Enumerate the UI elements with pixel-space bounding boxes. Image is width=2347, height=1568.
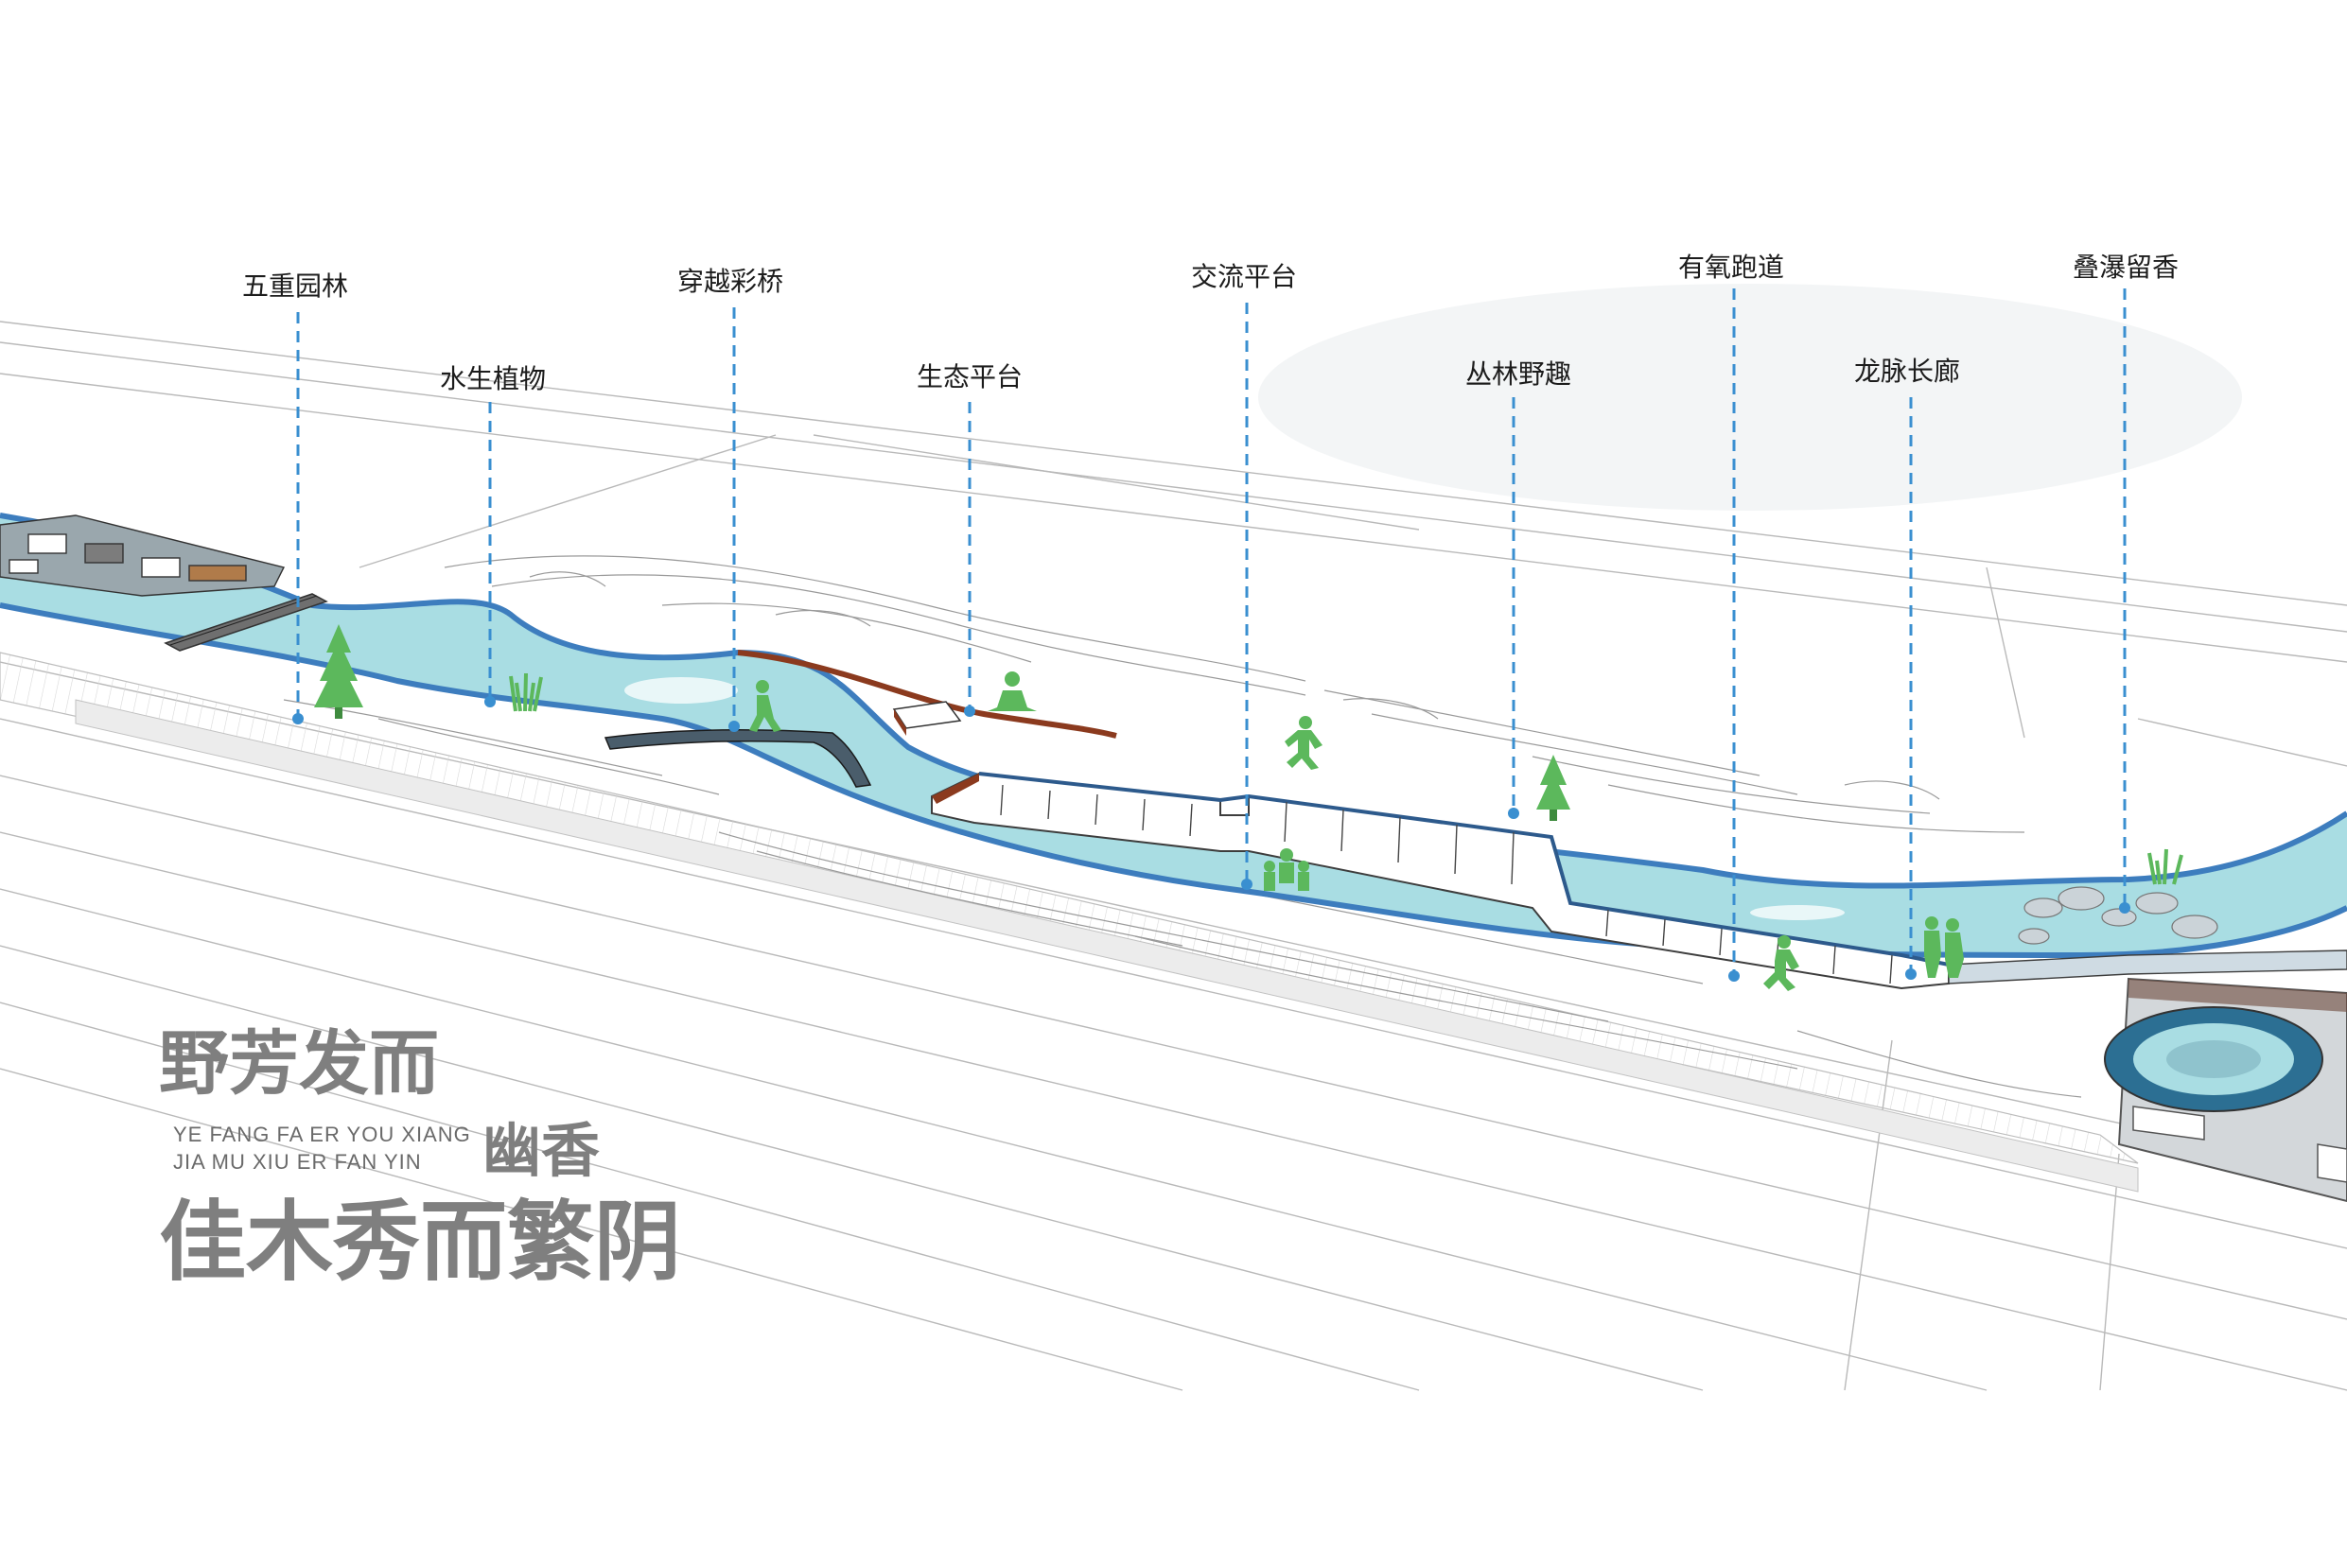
callout-label-youyang: 有氧跑道 — [1678, 252, 1784, 283]
title-line1-end: 幽香 — [482, 1116, 600, 1185]
callout-label-wuzhong: 五重园林 — [242, 270, 348, 302]
callout-label-shuisheng: 水生植物 — [440, 363, 546, 394]
building-cluster — [0, 514, 286, 597]
callout-label-jiaoliu: 交流平台 — [1191, 261, 1297, 292]
callout-label-shengtai: 生态平台 — [917, 361, 1023, 392]
couple-figures-icon — [1924, 916, 1964, 978]
long-corridor — [931, 772, 2347, 990]
callout-label-conglin: 丛林野趣 — [1465, 358, 1571, 390]
jogger-icon — [1763, 935, 1799, 991]
tree-icon — [314, 624, 363, 719]
callout-label-chuanyue: 穿越彩桥 — [677, 266, 783, 297]
sky-wash — [1258, 284, 2242, 511]
callout-label-longmai: 龙脉长廊 — [1854, 356, 1960, 387]
walking-figure-icon — [749, 680, 781, 732]
ground-lines — [0, 321, 2347, 1391]
meditating-figure-icon — [988, 671, 1037, 711]
sidewalk-band-2 — [75, 699, 2139, 1193]
title-block: 野芳发而 YE FANG FA ER YOU XIANG JIA MU XIU … — [159, 1023, 681, 1293]
plaza — [2104, 977, 2347, 1203]
river-edge-bottom — [0, 602, 2347, 959]
eco-platform — [892, 701, 962, 736]
aquatic-plant-icon — [509, 672, 543, 712]
people-group-icon — [1264, 848, 1309, 891]
callout-lines — [296, 288, 2127, 976]
jungle-tree-icon — [1536, 755, 1570, 821]
title-line1: 野芳发而 — [159, 1023, 439, 1105]
contour-lines — [283, 555, 2082, 1098]
boardwalk-upper — [737, 650, 1117, 739]
title-pinyin-2: JIA MU XIU ER FAN YIN — [173, 1150, 422, 1174]
cascade-rocks — [2018, 886, 2218, 945]
callout-labels: 五重园林 水生植物 穿越彩桥 生态平台 交流平台 丛林野趣 有氧跑道 龙脉长廊 … — [242, 252, 2179, 394]
sidewalk-band — [0, 652, 2139, 1164]
bridge-left — [164, 593, 328, 652]
reed-icon — [2147, 848, 2183, 885]
title-pinyin-1: YE FANG FA ER YOU XIANG — [173, 1123, 471, 1146]
callout-dots — [292, 696, 2130, 982]
title-line2: 佳木秀而繁阴 — [159, 1191, 681, 1293]
callout-label-diepu: 叠瀑留香 — [2073, 252, 2179, 283]
running-figure-icon — [1285, 716, 1322, 770]
